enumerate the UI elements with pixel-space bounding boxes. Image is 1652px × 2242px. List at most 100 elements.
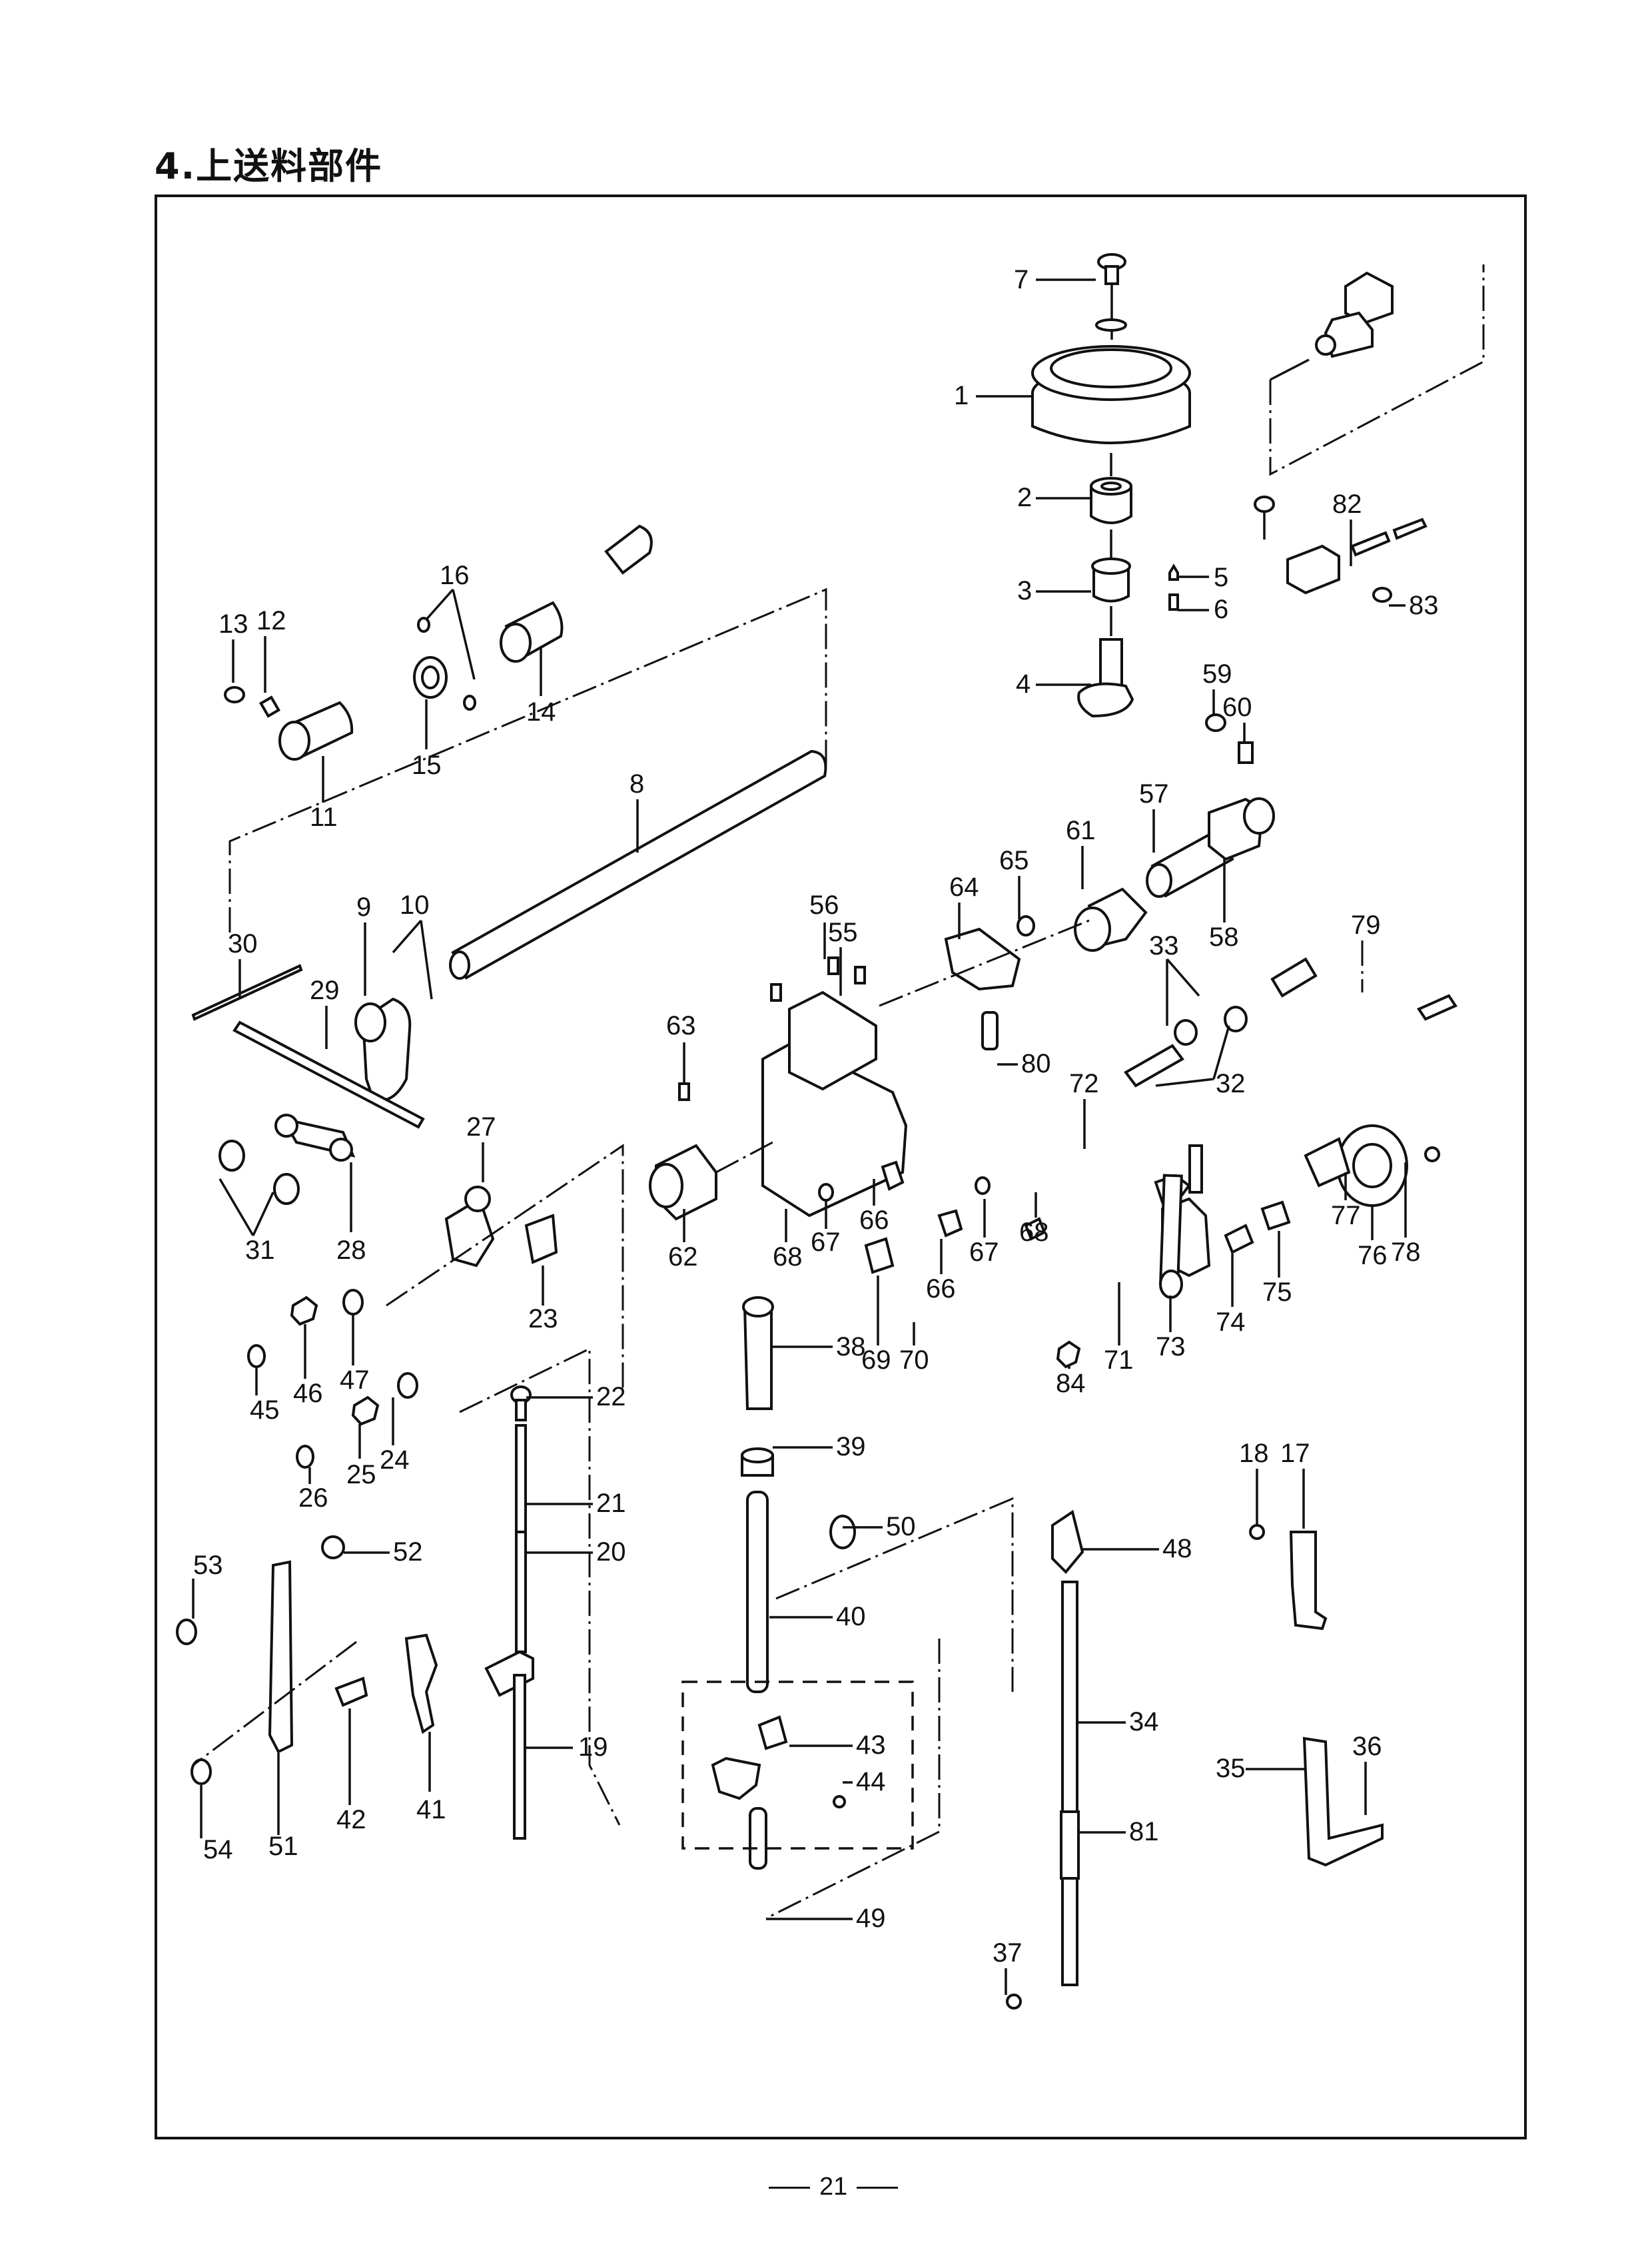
callout-84: 84: [1056, 1369, 1086, 1398]
callout-80: 80: [1021, 1049, 1051, 1078]
part-link-crank-assembly: [1056, 713, 1457, 1369]
part-1-knob: [1031, 318, 1191, 476]
callout-10: 10: [400, 891, 430, 920]
callout-54: 54: [203, 1835, 233, 1864]
callout-41: 41: [416, 1795, 446, 1824]
callout-53: 53: [193, 1551, 223, 1580]
callout-57: 57: [1139, 779, 1169, 809]
callout-56: 56: [809, 891, 839, 920]
callout-66a: 66: [859, 1206, 889, 1235]
page-number-rule-left: [769, 2187, 810, 2189]
callout-34: 34: [1129, 1707, 1159, 1736]
callout-43: 43: [856, 1730, 886, 1760]
callout-42: 42: [336, 1805, 366, 1834]
callout-39: 39: [836, 1432, 866, 1461]
callout-45: 45: [250, 1395, 280, 1425]
callout-61: 61: [1066, 816, 1096, 845]
callout-17: 17: [1280, 1439, 1310, 1468]
callout-2: 2: [1017, 483, 1032, 512]
callout-81: 81: [1129, 1817, 1159, 1846]
callout-28: 28: [336, 1236, 366, 1265]
callout-29: 29: [310, 976, 340, 1005]
callout-24: 24: [380, 1445, 410, 1475]
callout-23: 23: [528, 1304, 558, 1333]
callout-3: 3: [1017, 576, 1032, 605]
callout-59: 59: [1202, 659, 1232, 689]
callout-71: 71: [1104, 1345, 1134, 1375]
callout-63: 63: [666, 1011, 696, 1040]
callout-18: 18: [1239, 1439, 1269, 1468]
callout-83: 83: [1409, 591, 1439, 620]
callout-55: 55: [828, 918, 858, 947]
part-link-assembly: [247, 1144, 624, 1826]
part-feed-block-assembly: [649, 887, 1148, 1274]
callout-9: 9: [356, 893, 371, 922]
part-lever-assembly: [176, 1535, 438, 1785]
callout-64: 64: [949, 873, 979, 902]
page-number-text: 21: [819, 2173, 848, 2201]
callout-62: 62: [668, 1242, 698, 1272]
page-title: 4.上送料部件: [155, 145, 383, 187]
callout-70: 70: [899, 1345, 929, 1375]
part-shaft-assembly: [224, 524, 827, 980]
callout-31: 31: [245, 1236, 275, 1265]
part-presser-bar-assembly: [681, 1296, 1084, 2010]
callout-27: 27: [466, 1112, 496, 1142]
callout-50: 50: [886, 1512, 916, 1541]
callout-labels: 7 1 2 3 4 5 6 82 83 16 13 12 14 15 11 8 …: [192, 265, 1439, 1995]
part-3-bushing: [1091, 558, 1131, 636]
callout-49: 49: [856, 1904, 886, 1933]
part-knob-assembly: [1031, 253, 1191, 718]
callout-51: 51: [268, 1832, 298, 1861]
callout-35: 35: [1216, 1754, 1246, 1783]
callout-22: 22: [596, 1382, 626, 1411]
part-rod-assembly: [484, 1385, 534, 1840]
part-presser-foot-assembly: [1249, 1524, 1384, 1867]
callout-20: 20: [596, 1537, 626, 1567]
callout-1: 1: [954, 381, 969, 410]
callout-69: 69: [861, 1345, 891, 1375]
callout-16: 16: [440, 561, 470, 590]
part-crank-assembly: [191, 964, 425, 1205]
callout-58: 58: [1209, 923, 1239, 952]
part-switch-assembly: [1254, 264, 1485, 603]
callout-68b: 68: [1019, 1218, 1049, 1247]
callout-74: 74: [1216, 1308, 1246, 1337]
callout-48: 48: [1162, 1534, 1192, 1563]
callout-73: 73: [1156, 1332, 1186, 1361]
callout-32: 32: [1216, 1069, 1246, 1098]
callout-79: 79: [1351, 911, 1381, 940]
callout-4: 4: [1016, 669, 1031, 699]
part-2-collar: [1090, 477, 1132, 563]
callout-11: 11: [310, 803, 338, 832]
part-4-cam-stud: [1077, 638, 1134, 718]
callout-15: 15: [412, 751, 442, 780]
callout-38: 38: [836, 1332, 866, 1361]
callout-37: 37: [993, 1938, 1023, 1968]
callout-52: 52: [393, 1537, 423, 1567]
callout-67b: 67: [969, 1238, 999, 1267]
callout-25: 25: [346, 1460, 376, 1489]
callout-8: 8: [629, 769, 644, 799]
page-number-rule-right: [857, 2187, 899, 2189]
callout-78: 78: [1391, 1238, 1421, 1267]
callout-46: 46: [293, 1379, 323, 1408]
callout-77: 77: [1331, 1201, 1361, 1230]
callout-19: 19: [578, 1732, 608, 1762]
callout-21: 21: [596, 1489, 626, 1518]
callout-40: 40: [836, 1602, 866, 1631]
callout-47: 47: [340, 1365, 370, 1395]
callout-13: 13: [218, 609, 248, 639]
callout-66b: 66: [926, 1274, 956, 1304]
callout-33: 33: [1149, 931, 1179, 960]
callout-65: 65: [999, 846, 1029, 875]
diagram-frame: [155, 194, 1527, 2139]
callout-5: 5: [1214, 563, 1228, 592]
callout-60: 60: [1222, 693, 1252, 722]
callout-67a: 67: [811, 1228, 841, 1257]
callout-12: 12: [256, 606, 286, 635]
callout-7: 7: [1014, 265, 1029, 294]
callout-26: 26: [298, 1483, 328, 1513]
callout-36: 36: [1352, 1732, 1382, 1761]
